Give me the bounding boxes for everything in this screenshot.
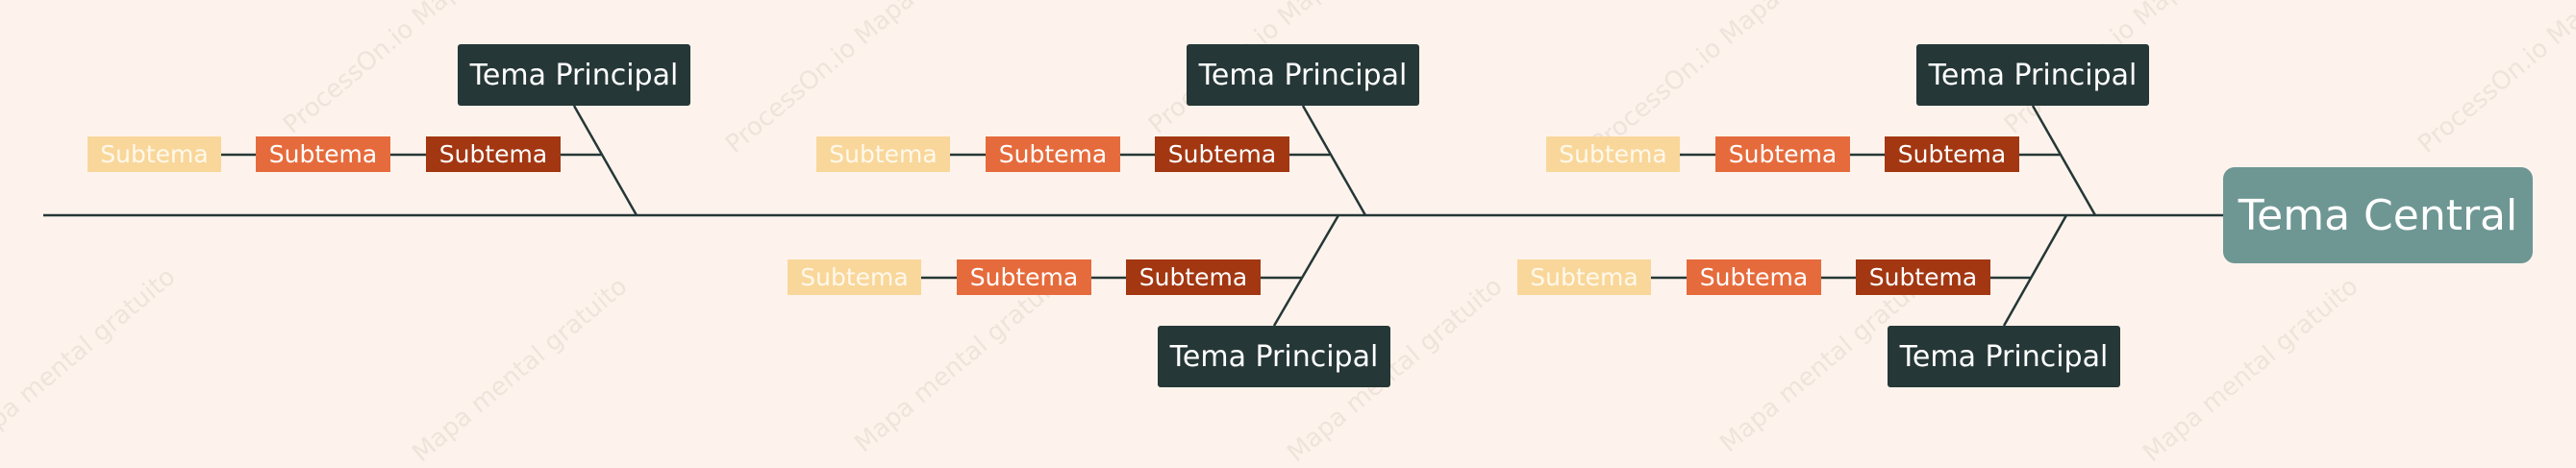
main-topic[interactable]: Tema Principal — [1888, 326, 2120, 387]
subtopic[interactable]: Subtema — [1546, 136, 1680, 172]
bone-line — [2002, 214, 2068, 327]
subtopic[interactable]: Subtema — [986, 136, 1120, 172]
subtopic[interactable]: Subtema — [1687, 259, 1821, 295]
bone-line — [2031, 105, 2097, 216]
main-topic[interactable]: Tema Principal — [1158, 326, 1390, 387]
subtopic[interactable]: Subtema — [256, 136, 390, 172]
subtopic[interactable]: Subtema — [1715, 136, 1850, 172]
subtopic[interactable]: Subtema — [1126, 259, 1261, 295]
subtopic[interactable]: Subtema — [426, 136, 561, 172]
bone-line — [1272, 214, 1340, 327]
bone-line — [572, 105, 638, 216]
subtopic[interactable]: Subtema — [788, 259, 921, 295]
subtopic[interactable]: Subtema — [88, 136, 221, 172]
subtopic[interactable]: Subtema — [1856, 259, 1990, 295]
subtopic[interactable]: Subtema — [957, 259, 1091, 295]
connector-lines — [43, 105, 2223, 327]
main-topic[interactable]: Tema Principal — [1187, 44, 1419, 106]
main-topic[interactable]: Tema Principal — [458, 44, 690, 106]
subtopic[interactable]: Subtema — [1885, 136, 2019, 172]
bone-line — [1301, 105, 1367, 216]
main-topic[interactable]: Tema Principal — [1916, 44, 2149, 106]
central-topic[interactable]: Tema Central — [2223, 167, 2533, 263]
subtopic[interactable]: Subtema — [816, 136, 950, 172]
subtopic[interactable]: Subtema — [1517, 259, 1651, 295]
subtopic[interactable]: Subtema — [1155, 136, 1289, 172]
